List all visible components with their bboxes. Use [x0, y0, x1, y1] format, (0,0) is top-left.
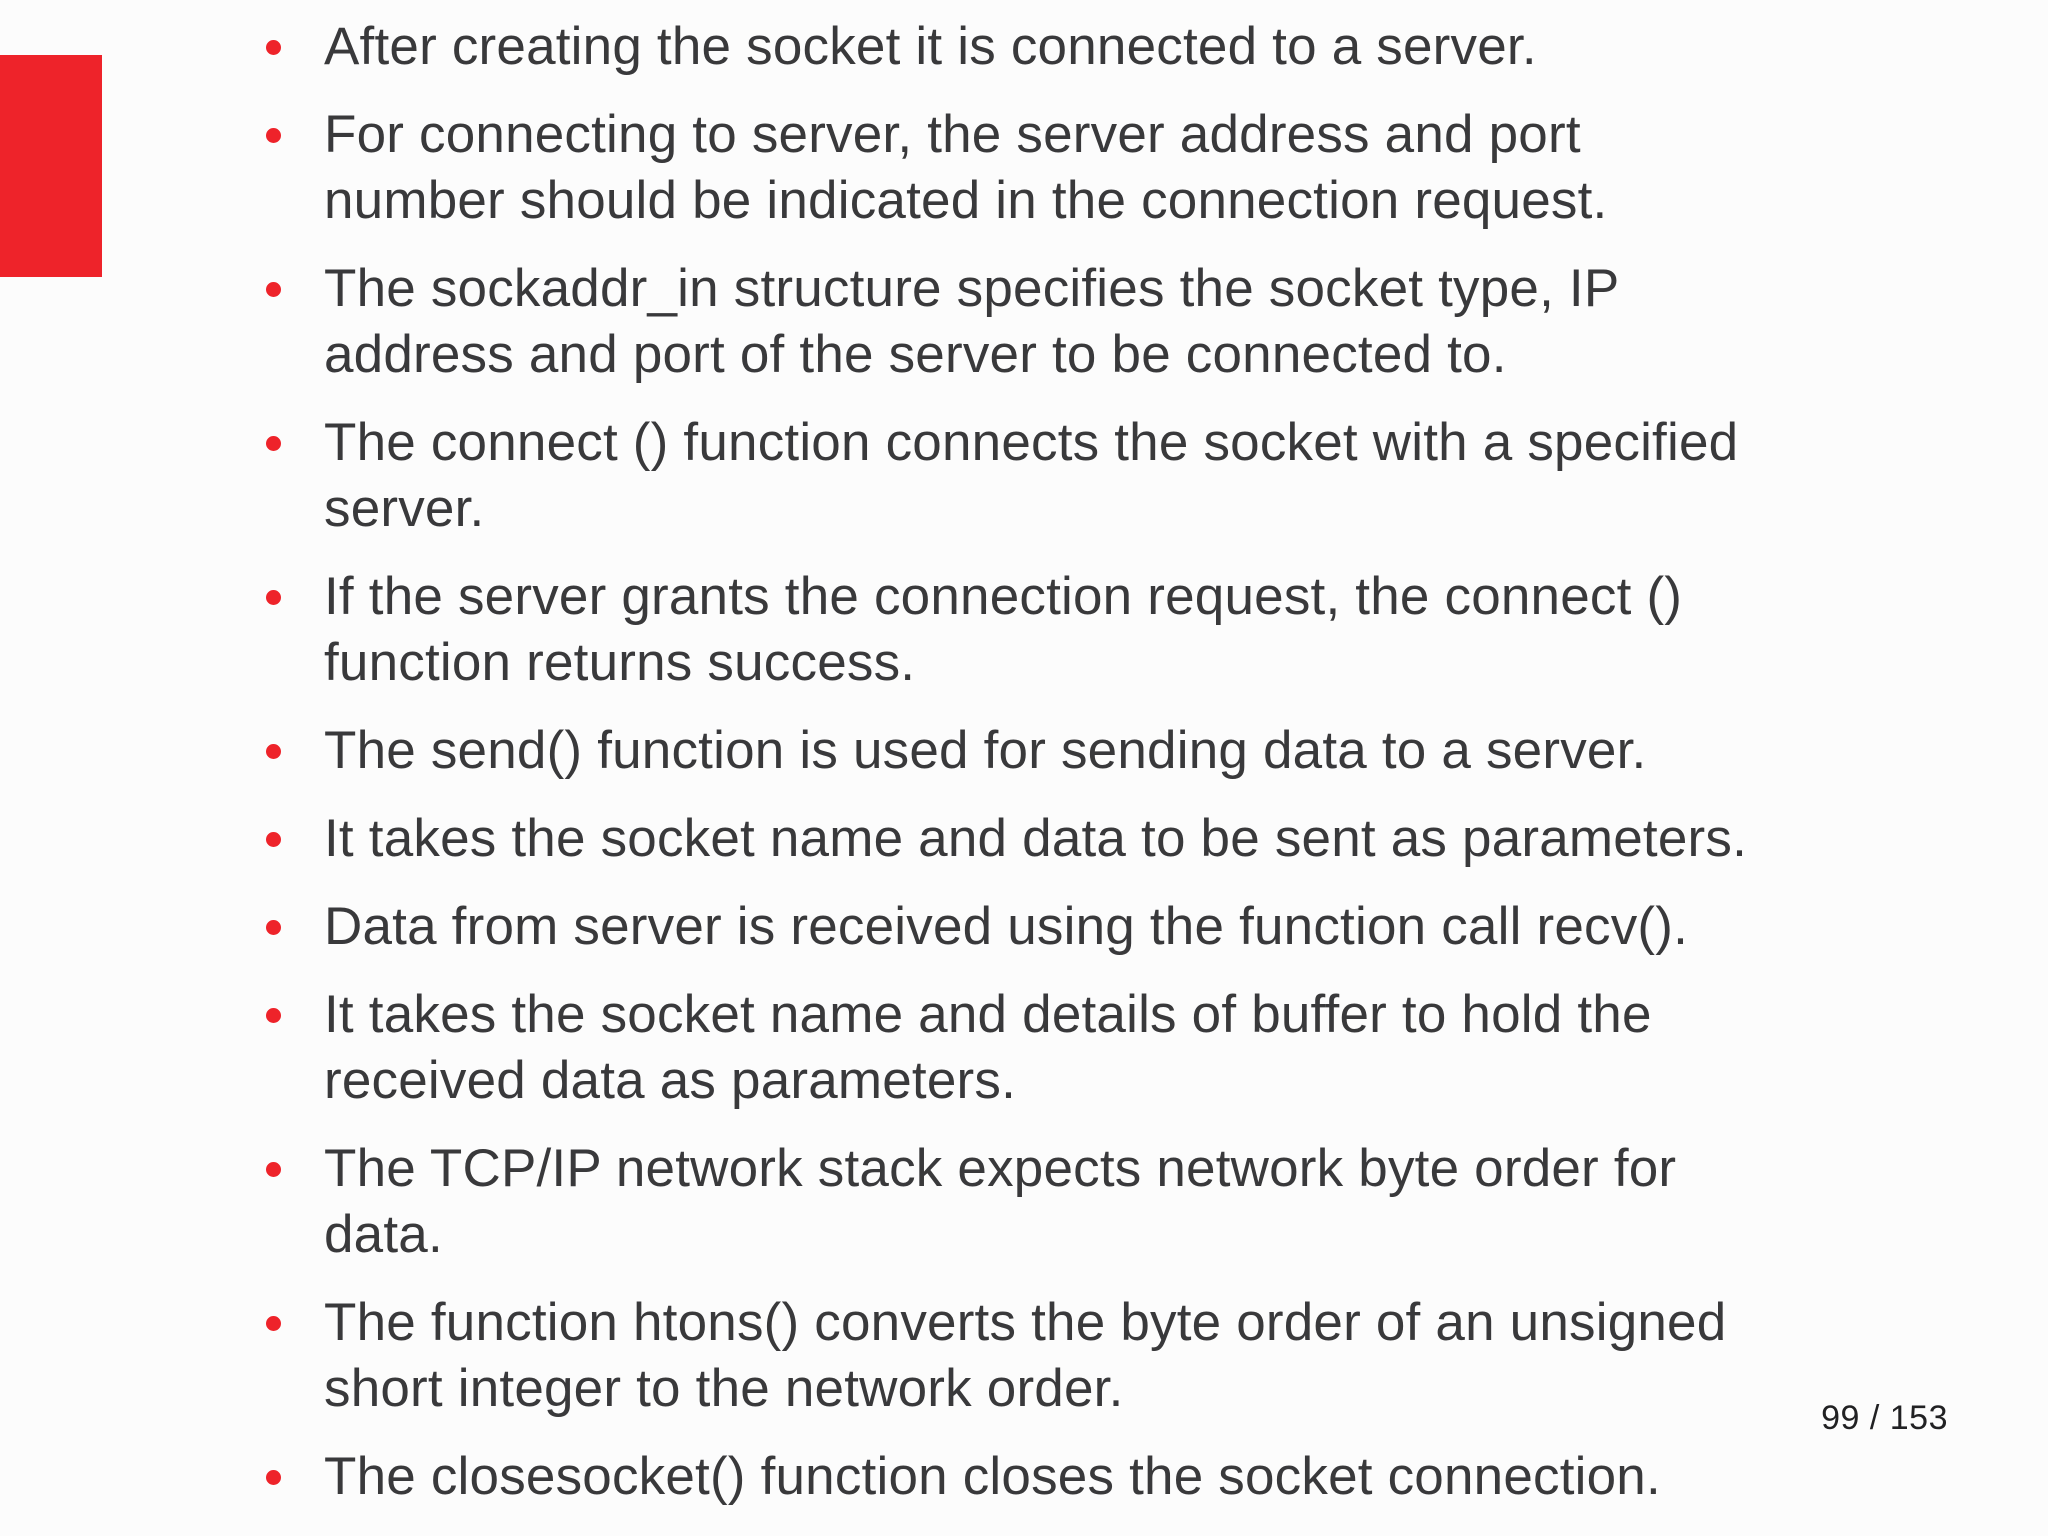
bullet-line: The closesocket() function closes the so… — [324, 1447, 1661, 1506]
bullet-line: address and port of the server to be con… — [324, 325, 1507, 384]
bullet-line: data. — [324, 1205, 443, 1264]
bullet-dot — [266, 744, 281, 759]
bullet-dot — [266, 1008, 281, 1023]
bullet-dot — [266, 920, 281, 935]
bullet-line: It takes the socket name and data to be … — [324, 809, 1748, 868]
bullet-line: The send() function is used for sending … — [324, 721, 1647, 780]
bullet-item: After creating the socket it is connecte… — [266, 14, 2040, 80]
bullet-item: The sockaddr_in structure specifies the … — [266, 256, 2040, 388]
bullet-item: Data from server is received using the f… — [266, 894, 2040, 960]
bullet-item: The connect () function connects the soc… — [266, 410, 2040, 542]
bullet-dot — [266, 1316, 281, 1331]
bullet-dot — [266, 282, 281, 297]
bullet-dot — [266, 1470, 281, 1485]
bullet-dot — [266, 436, 281, 451]
accent-bar — [0, 55, 102, 277]
bullet-line: server. — [324, 479, 485, 538]
bullet-item: For connecting to server, the server add… — [266, 102, 2040, 234]
bullet-line: The TCP/IP network stack expects network… — [324, 1139, 1677, 1198]
bullet-item: It takes the socket name and details of … — [266, 982, 2040, 1114]
bullet-line: For connecting to server, the server add… — [324, 105, 1581, 164]
bullet-item: If the server grants the connection requ… — [266, 564, 2040, 696]
bullet-line: number should be indicated in the connec… — [324, 171, 1608, 230]
bullet-line: function returns success. — [324, 633, 916, 692]
bullet-item: The function htons() converts the byte o… — [266, 1290, 2040, 1422]
bullet-item: The closesocket() function closes the so… — [266, 1444, 2040, 1510]
bullet-item: The TCP/IP network stack expects network… — [266, 1136, 2040, 1268]
bullet-dot — [266, 40, 281, 55]
bullet-dot — [266, 590, 281, 605]
bullet-item: The send() function is used for sending … — [266, 718, 2040, 784]
bullet-line: The function htons() converts the byte o… — [324, 1293, 1727, 1352]
bullet-list: After creating the socket it is connecte… — [266, 14, 2040, 1532]
bullet-dot — [266, 832, 281, 847]
bullet-line: short integer to the network order. — [324, 1359, 1124, 1418]
bullet-line: If the server grants the connection requ… — [324, 567, 1683, 626]
bullet-dot — [266, 1162, 281, 1177]
bullet-line: The connect () function connects the soc… — [324, 413, 1739, 472]
bullet-line: received data as parameters. — [324, 1051, 1017, 1110]
bullet-line: Data from server is received using the f… — [324, 897, 1689, 956]
page-indicator: 99 / 153 — [1821, 1399, 1948, 1437]
bullet-line: It takes the socket name and details of … — [324, 985, 1652, 1044]
bullet-line: The sockaddr_in structure specifies the … — [324, 259, 1620, 318]
bullet-item: It takes the socket name and data to be … — [266, 806, 2040, 872]
bullet-line: After creating the socket it is connecte… — [324, 17, 1537, 76]
bullet-dot — [266, 128, 281, 143]
